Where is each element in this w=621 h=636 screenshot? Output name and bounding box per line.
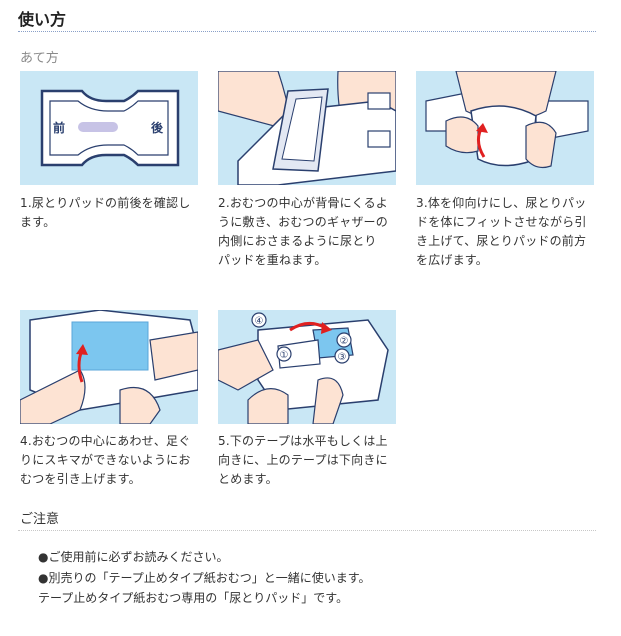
note-line: ●ご使用前に必ずお読みください。: [38, 550, 229, 564]
section-subhead: あて方: [20, 51, 59, 66]
step-5-caption: 5.下のテープは水平もしくは上 向きに、上のテープは下向きに とめます。: [218, 434, 388, 486]
step-1-caption: 1.尿とりパッドの前後を確認し ます。: [20, 196, 191, 229]
step-1-illustration: 前 後: [20, 71, 198, 185]
step-2-illustration: [218, 71, 396, 185]
step-3-caption: 3.体を仰向けにし、尿とりパッ ドを体にフィットさせながら引 き上げて、尿とりパ…: [416, 196, 587, 267]
page-title: 使い方: [18, 10, 67, 29]
step-3-illustration: [416, 71, 594, 185]
tape-badge-4: ④: [255, 316, 264, 327]
notes-divider: [18, 530, 596, 531]
notes-heading: ご注意: [20, 512, 60, 527]
pad-front-label: 前: [53, 120, 65, 135]
pad-back-label: 後: [151, 120, 164, 135]
step-2-caption: 2.おむつの中心が背骨にくるよ うに敷き、おむつのギャザーの 内側におさまるよう…: [218, 196, 388, 267]
note-line: テープ止めタイプ紙おむつ専用の「尿とりパッド」です。: [38, 591, 349, 605]
title-divider: [18, 31, 596, 32]
tape-badge-1: ①: [280, 350, 289, 361]
tape-badge-3: ③: [338, 352, 347, 363]
note-line: ●別売りの「テープ止めタイプ紙おむつ」と一緒に使います。: [38, 571, 371, 585]
tape-badge-2: ②: [340, 336, 349, 347]
step-4-caption: 4.おむつの中心にあわせ、足ぐ りにスキマができないようにお むつを引き上げます…: [20, 434, 191, 486]
step-5-illustration: ④ ① ② ③: [218, 310, 396, 424]
step-4-illustration: [20, 310, 198, 424]
